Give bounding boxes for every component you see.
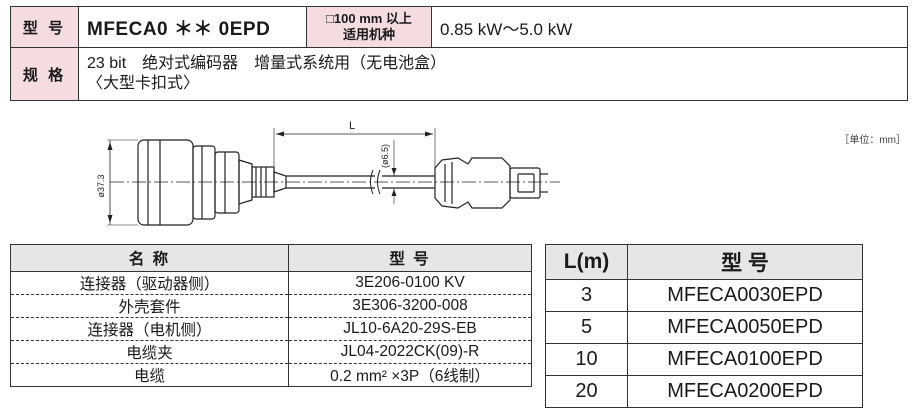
cable-shape <box>286 169 435 195</box>
table-row: 5 MFECA0050EPD <box>545 311 863 344</box>
parts-table: 名 称 型 号 连接器（驱动器侧） 3E206-0100 KV 外壳套件 3E3… <box>10 244 532 387</box>
table-row: 电缆夹 JL04-2022CK(09)-R <box>10 340 532 364</box>
part-name: 连接器（电机侧） <box>10 317 289 341</box>
unit-note: ［单位：mm］ <box>839 135 906 146</box>
spec-line2: 〈大型卡扣式〉 <box>87 75 200 92</box>
spec-row-spec: 规 格 23 bit 绝对式编码器 增量式系统用（无电池盒） 〈大型卡扣式〉 <box>10 47 908 101</box>
driver-connector-shape <box>434 157 548 209</box>
table-row: 连接器（驱动器侧） 3E206-0100 KV <box>10 271 532 295</box>
part-model: 0.2 mm² ×3P（6线制） <box>288 363 532 387</box>
table-row: 连接器（电机侧） JL10-6A20-29S-EB <box>10 317 532 341</box>
length-table: L(m) 型 号 3 MFECA0030EPD 5 MFECA0050EPD 1… <box>545 244 863 408</box>
part-name: 电缆夹 <box>10 340 289 364</box>
part-model: 3E306-3200-008 <box>288 294 532 318</box>
length-header-l: L(m) <box>545 244 628 280</box>
dim-cable-dia-label: (ø6.5) <box>380 144 390 168</box>
part-name: 电缆 <box>10 363 289 387</box>
cable-drawing: L (ø6.5) ø37.3 <box>96 120 560 226</box>
length-value: 10 <box>545 343 628 376</box>
dim-length-label: L <box>349 120 355 132</box>
table-row: 20 MFECA0200EPD <box>545 375 863 408</box>
dim-connector-dia-label: ø37.3 <box>96 174 106 197</box>
length-value: 5 <box>545 311 628 344</box>
length-model: MFECA0200EPD <box>627 375 863 408</box>
table-row: 外壳套件 3E306-3200-008 <box>10 294 532 318</box>
length-model: MFECA0050EPD <box>627 311 863 344</box>
length-model: MFECA0100EPD <box>627 343 863 376</box>
length-value: 20 <box>545 375 628 408</box>
spec-label: 规 格 <box>10 47 79 101</box>
length-model: MFECA0030EPD <box>627 279 863 312</box>
motor-connector-shape <box>137 139 287 226</box>
model-value: MFECA0 ＊＊ 0EPD <box>78 6 307 48</box>
applicable-label-line1: □100 mm 以上 <box>326 11 412 26</box>
length-header-model: 型 号 <box>627 244 863 280</box>
part-model: JL04-2022CK(09)-R <box>288 340 532 364</box>
applicable-label: □100 mm 以上 适用机种 <box>306 6 432 48</box>
applicable-label-line2: 适用机种 <box>342 27 395 42</box>
spec-row-model: 型 号 MFECA0 ＊＊ 0EPD □100 mm 以上 适用机种 0.85 … <box>10 6 908 48</box>
part-name: 连接器（驱动器侧） <box>10 271 289 295</box>
part-model: 3E206-0100 KV <box>288 271 532 295</box>
part-name: 外壳套件 <box>10 294 289 318</box>
power-range: 0.85 kW～5.0 kW <box>431 6 908 48</box>
parts-header-model: 型 号 <box>288 244 532 272</box>
table-row: 10 MFECA0100EPD <box>545 343 863 376</box>
model-label: 型 号 <box>10 6 79 48</box>
spec-line1: 23 bit 绝对式编码器 增量式系统用（无电池盒） <box>87 55 447 72</box>
parts-header-row: 名 称 型 号 <box>10 244 532 272</box>
table-row: 3 MFECA0030EPD <box>545 279 863 312</box>
length-value: 3 <box>545 279 628 312</box>
length-header-row: L(m) 型 号 <box>545 244 863 280</box>
spec-description: 23 bit 绝对式编码器 增量式系统用（无电池盒） 〈大型卡扣式〉 <box>78 47 908 101</box>
parts-header-name: 名 称 <box>10 244 289 272</box>
table-row: 电缆 0.2 mm² ×3P（6线制） <box>10 363 532 387</box>
spec-table: 型 号 MFECA0 ＊＊ 0EPD □100 mm 以上 适用机种 0.85 … <box>10 6 908 101</box>
part-model: JL10-6A20-29S-EB <box>288 317 532 341</box>
